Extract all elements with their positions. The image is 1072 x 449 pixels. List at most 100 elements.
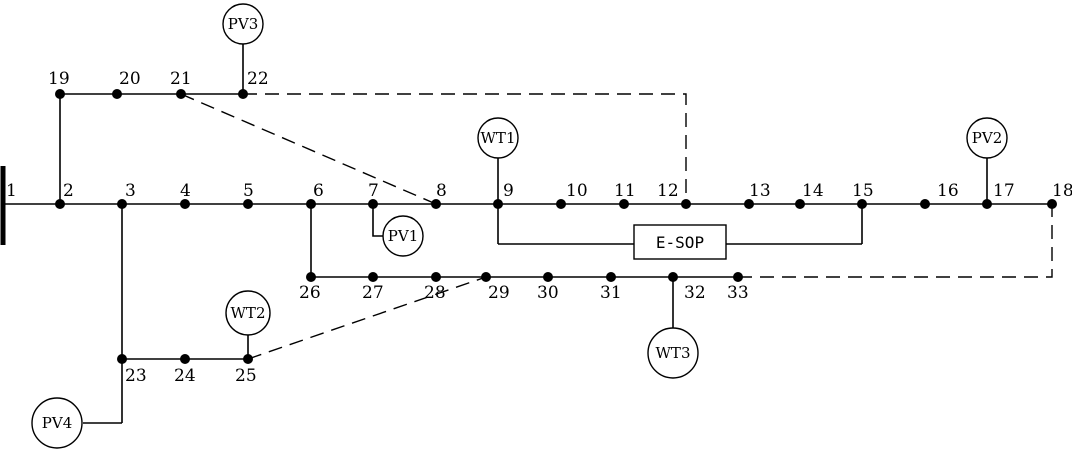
bus-node-26 — [306, 272, 316, 282]
bus-label-12: 12 — [657, 181, 679, 201]
bus-label-4: 4 — [180, 181, 191, 201]
pv1-label: PV1 — [388, 227, 418, 245]
wt2-generator: WT2 — [225, 290, 271, 336]
tie-lines — [180, 93, 1053, 360]
pv2-symbol — [966, 117, 1008, 159]
bus-label-14: 14 — [802, 181, 824, 201]
bus-nodes — [55, 89, 1057, 364]
bus-label-6: 6 — [313, 181, 324, 201]
bus-label-15: 15 — [852, 181, 874, 201]
bus-node-23 — [117, 354, 127, 364]
pv3-generator: PV3 — [222, 3, 264, 45]
bus-label-20: 20 — [119, 69, 141, 89]
bus-node-19 — [55, 89, 65, 99]
pv2-label: PV2 — [972, 129, 1002, 147]
bus-label-9: 9 — [503, 181, 514, 201]
bus-label-22: 22 — [247, 69, 269, 89]
bus-label-21: 21 — [170, 69, 192, 89]
bus-label-13: 13 — [749, 181, 771, 201]
pv1-generator: PV1 — [382, 215, 424, 257]
bus-label-27: 27 — [362, 283, 384, 303]
bus-node-6 — [306, 199, 316, 209]
bus-label-17: 17 — [993, 181, 1015, 201]
feeder-lines — [3, 44, 1052, 424]
pv1-connector — [372, 204, 383, 237]
bus-node-22 — [238, 89, 248, 99]
bus-node-29 — [481, 272, 491, 282]
bus-label-7: 7 — [368, 181, 379, 201]
bus-node-9 — [493, 199, 503, 209]
wt2-symbol — [225, 290, 271, 336]
bus-node-3 — [117, 199, 127, 209]
pv4-label: PV4 — [42, 414, 72, 432]
bus-node-27 — [368, 272, 378, 282]
bus-node-31 — [606, 272, 616, 282]
pv1-symbol — [382, 215, 424, 257]
bus-node-17 — [982, 199, 992, 209]
bus-label-32: 32 — [684, 283, 706, 303]
tie-line-21-8 — [180, 93, 437, 205]
bus-node-13 — [744, 199, 754, 209]
bus-node-33 — [733, 272, 743, 282]
bus-node-24 — [180, 354, 190, 364]
bus-node-5 — [243, 199, 253, 209]
bus-label-2: 2 — [63, 181, 74, 201]
bus-node-21 — [176, 89, 186, 99]
bus-label-19: 19 — [48, 69, 70, 89]
pv3-label: PV3 — [228, 15, 258, 33]
bus-node-25 — [243, 354, 253, 364]
pv4-generator: PV4 — [31, 397, 83, 449]
bus-label-16: 16 — [937, 181, 959, 201]
bus-node-16 — [920, 199, 930, 209]
wt1-symbol — [477, 117, 519, 159]
bus-node-4 — [180, 199, 190, 209]
bus-label-18: 18 — [1052, 181, 1072, 201]
bus-label-8: 8 — [436, 181, 447, 201]
bus-node-10 — [556, 199, 566, 209]
wt2-label: WT2 — [231, 304, 266, 322]
bus-node-20 — [112, 89, 122, 99]
bus-label-1: 1 — [6, 181, 17, 201]
pv3-symbol — [222, 3, 264, 45]
bus-node-28 — [431, 272, 441, 282]
bus-labels: 1 2 3 4 5 6 7 8 9 10 11 12 13 14 15 16 1… — [6, 69, 1072, 386]
wt1-label: WT1 — [481, 129, 516, 147]
tie-line-25-29 — [247, 276, 487, 360]
bus-node-2 — [55, 199, 65, 209]
bus-label-24: 24 — [174, 366, 196, 386]
bus-label-33: 33 — [727, 283, 749, 303]
bus-label-30: 30 — [537, 283, 559, 303]
pv2-generator: PV2 — [966, 117, 1008, 159]
bus-label-10: 10 — [566, 181, 588, 201]
bus-node-11 — [619, 199, 629, 209]
bus-node-12 — [681, 199, 691, 209]
bus-label-5: 5 — [243, 181, 254, 201]
bus-node-18 — [1047, 199, 1057, 209]
bus-label-23: 23 — [125, 366, 147, 386]
bus-node-7 — [368, 199, 378, 209]
wt3-label: WT3 — [656, 344, 691, 362]
pv4-symbol — [31, 397, 83, 449]
wt3-symbol — [647, 327, 699, 379]
generators: PV3 WT1 PV2 PV1 WT2 WT3 PV4 — [31, 3, 1008, 449]
bus-label-3: 3 — [125, 181, 136, 201]
e-sop-device: E-SOP — [633, 224, 727, 260]
bus-label-25: 25 — [235, 366, 257, 386]
wt1-generator: WT1 — [477, 117, 519, 159]
bus-node-32 — [668, 272, 678, 282]
e-sop-label: E-SOP — [656, 233, 704, 252]
e-sop-box — [633, 224, 727, 260]
bus-node-15 — [857, 199, 867, 209]
bus-node-14 — [795, 199, 805, 209]
bus-label-11: 11 — [614, 181, 636, 201]
bus-label-31: 31 — [600, 283, 622, 303]
bus-label-28: 28 — [424, 283, 446, 303]
tie-line-33-18 — [738, 204, 1053, 278]
wt3-generator: WT3 — [647, 327, 699, 379]
bus-node-30 — [543, 272, 553, 282]
bus-label-26: 26 — [299, 283, 321, 303]
tie-line-22-12 — [243, 93, 687, 204]
bus-label-29: 29 — [488, 283, 510, 303]
bus-node-8 — [431, 199, 441, 209]
